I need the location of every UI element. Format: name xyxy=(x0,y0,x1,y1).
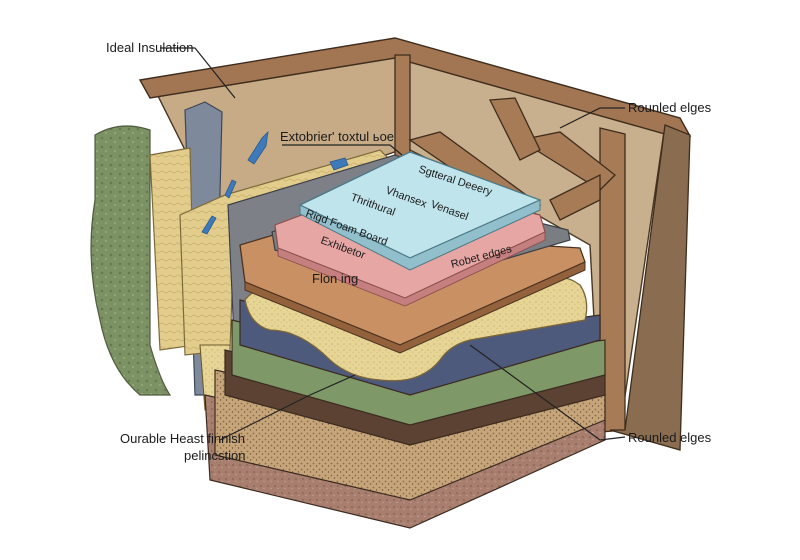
label-rounded-edges-top: Rounled elges xyxy=(628,100,712,115)
line-ideal-insulation xyxy=(160,47,236,99)
callout-lines xyxy=(160,47,626,441)
label-rounded-edges-bottom: Rounled elges xyxy=(628,430,712,445)
line-rounded-edges-top xyxy=(559,107,625,129)
label-ideal-insulation: Ideal Insulation xyxy=(106,40,193,55)
arrow-right-1 xyxy=(329,157,349,171)
outer-right-wall xyxy=(609,124,691,451)
label-exterior-textile: Extobrier' toxtul ьoe xyxy=(280,129,394,144)
label-flooring: Flon ing xyxy=(312,271,358,286)
cyan-top-edge xyxy=(299,199,541,271)
airflow-arrows xyxy=(201,130,349,235)
label-durable-heat-finish: Ourable Heast finnish xyxy=(120,431,245,446)
line-exterior-textile xyxy=(282,144,403,156)
arrow-up-3 xyxy=(201,215,217,235)
moss-exterior xyxy=(90,125,172,396)
flooring-board-edge xyxy=(244,261,586,354)
timber-frame xyxy=(394,54,626,433)
line-rounded-edges-bottom xyxy=(469,344,626,441)
rigid-foam-edge xyxy=(277,231,546,307)
line-durable-heat-finish xyxy=(219,374,356,441)
label-pelincstion: pelincstion xyxy=(184,448,245,463)
arrow-up-2 xyxy=(224,179,237,199)
arrow-up-1 xyxy=(247,130,269,165)
